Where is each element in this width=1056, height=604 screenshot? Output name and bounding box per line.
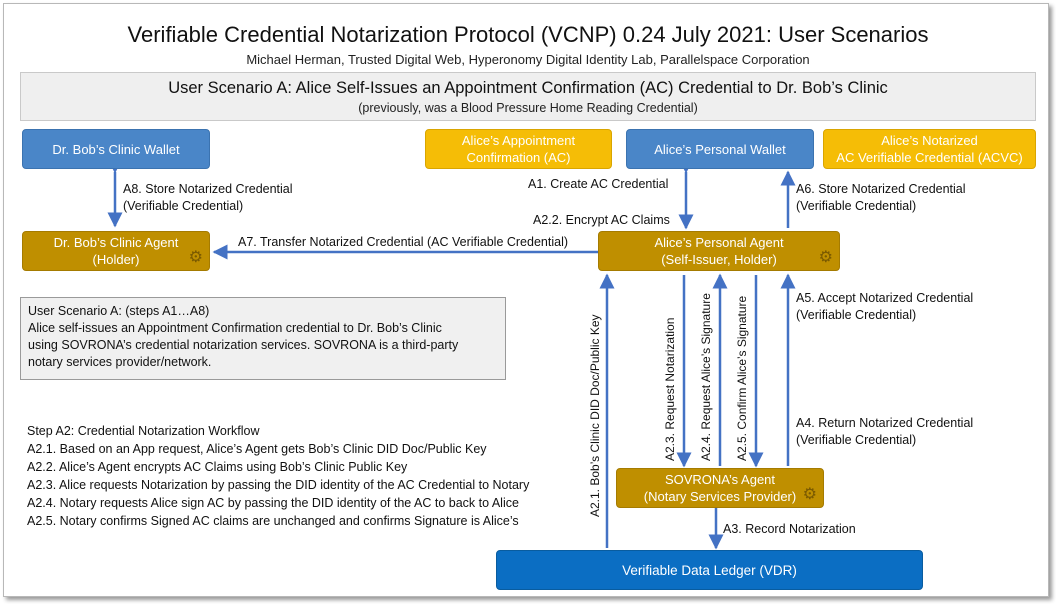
gears-icon: ⚙ [188, 249, 203, 266]
personal-wallet-node: Alice’s Personal Wallet [626, 129, 814, 169]
ac-credential-node: Alice’s Appointment Confirmation (AC) [425, 129, 612, 169]
vdr-node: Verifiable Data Ledger (VDR) [496, 550, 923, 590]
clinic-wallet-label: Dr. Bob’s Clinic Wallet [52, 141, 180, 157]
edge-a23-label: A2.3. Request Notarization [663, 317, 677, 461]
workflow-step: A2.5. Notary confirms Signed AC claims a… [27, 514, 519, 528]
edge-a3-label: A3. Record Notarization [723, 522, 856, 536]
note-line3: using SOVRONA’s credential notarization … [28, 338, 459, 352]
edge-a6-label: A6. Store Notarized Credential (Verifiab… [796, 181, 966, 215]
ac-credential-line1: Alice’s Appointment [461, 133, 576, 148]
ac-credential-line2: Confirmation (AC) [466, 150, 571, 165]
edge-a7-label: A7. Transfer Notarized Credential (AC Ve… [238, 235, 569, 249]
edge-a4-line2: (Verifiable Credential) [796, 433, 917, 447]
gears-icon: ⚙ [818, 249, 833, 266]
workflow-step: A2.4. Notary requests Alice sign AC by p… [27, 496, 519, 510]
personal-agent-line1: Alice’s Personal Agent [654, 235, 784, 250]
diagram-title: Verifiable Credential Notarization Proto… [127, 22, 929, 47]
edge-a6-line2: (Verifiable Credential) [796, 199, 917, 213]
edge-a24-label: A2.4. Request Alice’s Signature [699, 293, 713, 461]
workflow-step: A2.2. Alice’s Agent encrypts AC Claims u… [27, 460, 408, 474]
workflow-step: A2.1. Based on an App request, Alice’s A… [27, 442, 487, 456]
edge-a1-label: A1. Create AC Credential [528, 177, 669, 191]
personal-wallet-label: Alice’s Personal Wallet [654, 141, 786, 157]
sovrona-agent-line1: SOVRONA’s Agent [664, 472, 776, 487]
acvc-line2: AC Verifiable Credential (ACVC) [836, 150, 1023, 165]
diagram-subtitle: Michael Herman, Trusted Digital Web, Hyp… [246, 52, 810, 67]
scenario-heading: User Scenario A: Alice Self-Issues an Ap… [168, 79, 888, 97]
sovrona-agent-node: SOVRONA’s Agent (Notary Services Provide… [616, 468, 824, 508]
workflow-heading: Step A2: Credential Notarization Workflo… [27, 424, 260, 438]
scenario-subheading: (previously, was a Blood Pressure Home R… [358, 101, 698, 115]
edge-a8-line2: (Verifiable Credential) [123, 199, 244, 213]
note-line1: User Scenario A: (steps A1…A8) [28, 304, 210, 318]
workflow-steps: Step A2: Credential Notarization Workflo… [27, 422, 529, 530]
edge-a4-line1: A4. Return Notarized Credential [796, 416, 974, 430]
scenario-note: User Scenario A: (steps A1…A8) Alice sel… [20, 297, 506, 380]
note-line2: Alice self-issues an Appointment Confirm… [28, 321, 442, 335]
vdr-label: Verifiable Data Ledger (VDR) [622, 562, 797, 578]
gears-icon: ⚙ [802, 486, 817, 503]
acvc-line1: Alice’s Notarized [881, 133, 978, 148]
workflow-step: A2.3. Alice requests Notarization by pas… [27, 478, 530, 492]
clinic-agent-line1: Dr. Bob’s Clinic Agent [53, 235, 179, 250]
clinic-wallet-node: Dr. Bob’s Clinic Wallet [22, 129, 210, 169]
edge-a5-line2: (Verifiable Credential) [796, 308, 917, 322]
personal-agent-line2: (Self-Issuer, Holder) [661, 252, 777, 267]
edge-a8-line1: A8. Store Notarized Credential [123, 182, 293, 196]
edge-a21-label: A2.1. Bob’s Clinic DID Doc/Public Key [588, 314, 602, 517]
edge-a5-line1: A5. Accept Notarized Credential [796, 291, 974, 305]
sovrona-agent-line2: (Notary Services Provider) [643, 489, 797, 504]
clinic-agent-line2: (Holder) [92, 252, 140, 267]
clinic-agent-node: Dr. Bob’s Clinic Agent (Holder) ⚙ [22, 231, 210, 271]
acvc-node: Alice’s Notarized AC Verifiable Credenti… [823, 129, 1036, 169]
edge-a25-label: A2.5. Confirm Alice’s Signature [735, 295, 749, 461]
note-line4: notary services provider/network. [28, 355, 212, 369]
edge-a22-label: A2.2. Encrypt AC Claims [533, 213, 670, 227]
edge-a4-label: A4. Return Notarized Credential (Verifia… [796, 415, 973, 449]
edge-a6-line1: A6. Store Notarized Credential [796, 182, 966, 196]
edge-a8-label: A8. Store Notarized Credential (Verifiab… [123, 181, 293, 215]
personal-agent-node: Alice’s Personal Agent (Self-Issuer, Hol… [598, 231, 840, 271]
scenario-banner: User Scenario A: Alice Self-Issues an Ap… [20, 72, 1036, 121]
edge-a5-label: A5. Accept Notarized Credential (Verifia… [796, 290, 973, 324]
